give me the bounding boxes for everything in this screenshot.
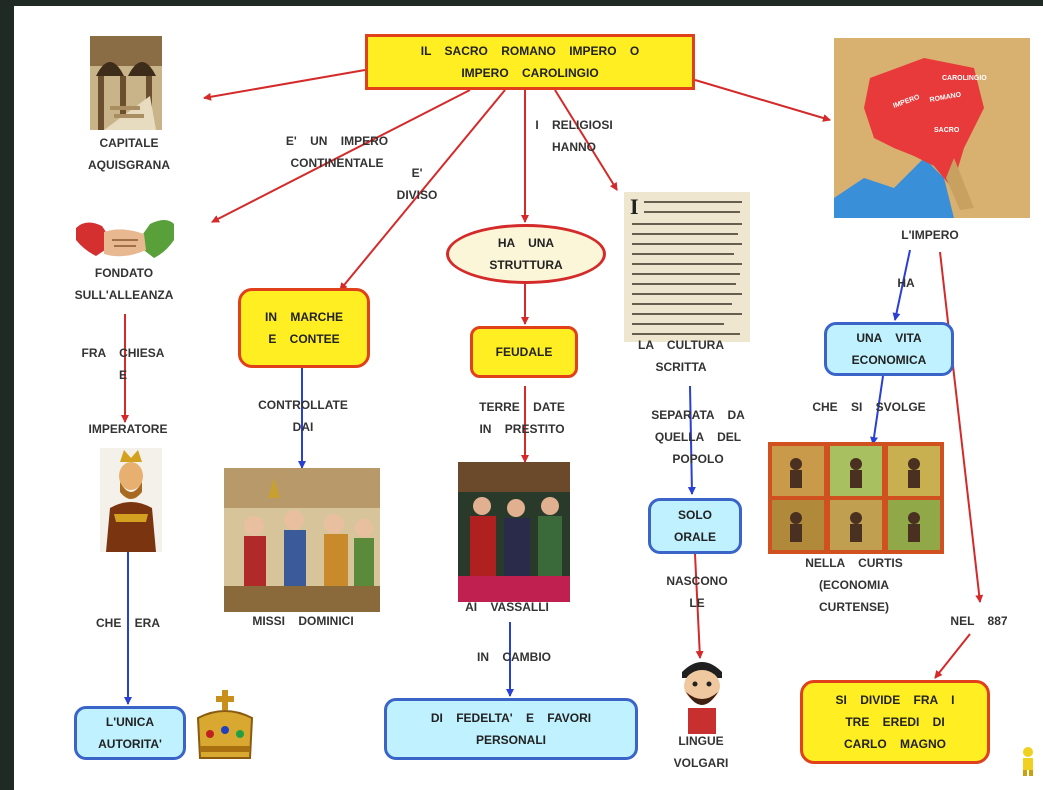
imperatore-label: IMPERATORE — [88, 422, 168, 436]
map-label-carolingio: CAROLINGIO — [942, 75, 987, 82]
link-continentale: E' UN IMPERO CONTINENTALE — [285, 134, 389, 170]
link-che-si-svolge: CHE SI SVOLGE — [812, 400, 926, 414]
capitale-label: CAPITALE AQUISGRANA — [87, 136, 170, 172]
link-che-era: CHE ERA — [95, 616, 160, 630]
arrow-title-impero — [694, 79, 831, 122]
europe-map-image: CAROLINGIO IMPERO ROMANO SACRO — [834, 38, 1030, 218]
vita-economica-box: UNA VITA ECONOMICA — [824, 322, 954, 376]
ai-vassalli-label: AI VASSALLI — [465, 600, 549, 614]
arrow-title-capitale — [203, 69, 366, 101]
crown-image — [194, 688, 256, 762]
unica-autorita-box: L'UNICA AUTORITA' — [74, 706, 186, 760]
solo-orale-box: SOLO ORALE — [648, 498, 742, 554]
lingue-volgari-label: LINGUE VOLGARI — [673, 734, 729, 770]
missi-dominici-image — [224, 468, 380, 612]
title-box: IL SACRO ROMANO IMPERO O IMPERO CAROLING… — [365, 34, 695, 90]
nel-887-label: NEL 887 — [950, 614, 1008, 628]
arrow-impero-887 — [939, 251, 984, 603]
missi-dominici-label: MISSI DOMINICI — [252, 614, 354, 628]
link-controllate: CONTROLLATE DAI — [258, 398, 348, 434]
arrow-887-divide — [934, 633, 971, 679]
link-religiosi: I RELIGIOSI HANNO — [535, 118, 613, 154]
marche-contee-box: IN MARCHE E CONTEE — [238, 288, 370, 368]
feudale-box: FEUDALE — [470, 326, 578, 378]
concept-map-canvas: IL SACRO ROMANO IMPERO O IMPERO CAROLING… — [14, 6, 1043, 790]
link-in-cambio: IN CAMBIO — [477, 650, 551, 664]
cultura-scritta-label: LA CULTURA SCRITTA — [638, 338, 724, 374]
nella-curtis-label: NELLA CURTIS (ECONOMIA CURTENSE) — [805, 556, 903, 614]
vassals-painting-image — [458, 462, 570, 602]
link-diviso: E' DIVISO — [396, 166, 438, 202]
link-fra-chiesa: FRA CHIESA E — [81, 346, 165, 382]
impero-label: L'IMPERO — [901, 228, 959, 242]
manuscript-image: I — [624, 192, 750, 342]
si-divide-box: SI DIVIDE FRA I TRE EREDI DI CARLO MAGNO — [800, 680, 990, 764]
link-terre-date: TERRE DATE IN PRESTITO — [479, 400, 565, 436]
curtis-panels-image — [768, 442, 944, 554]
handshake-image — [74, 214, 176, 270]
svg-text:I: I — [630, 194, 639, 219]
link-separata: SEPARATA DA QUELLA DEL POPOLO — [651, 408, 745, 466]
link-nascono: NASCONO LE — [666, 574, 728, 610]
fedelta-box: DI FEDELTA' E FAVORI PERSONALI — [384, 698, 638, 760]
storyteller-image — [674, 652, 730, 734]
aquisgrana-chapel-image — [90, 36, 162, 130]
link-ha: HA — [897, 276, 915, 290]
fondato-label: FONDATO SULL'ALLEANZA — [74, 266, 174, 302]
struttura-ellipse: HA UNA STRUTTURA — [446, 224, 606, 284]
emperor-image — [100, 448, 162, 552]
corner-figure-icon — [1020, 746, 1036, 776]
map-label-sacro: SACRO — [934, 127, 960, 134]
